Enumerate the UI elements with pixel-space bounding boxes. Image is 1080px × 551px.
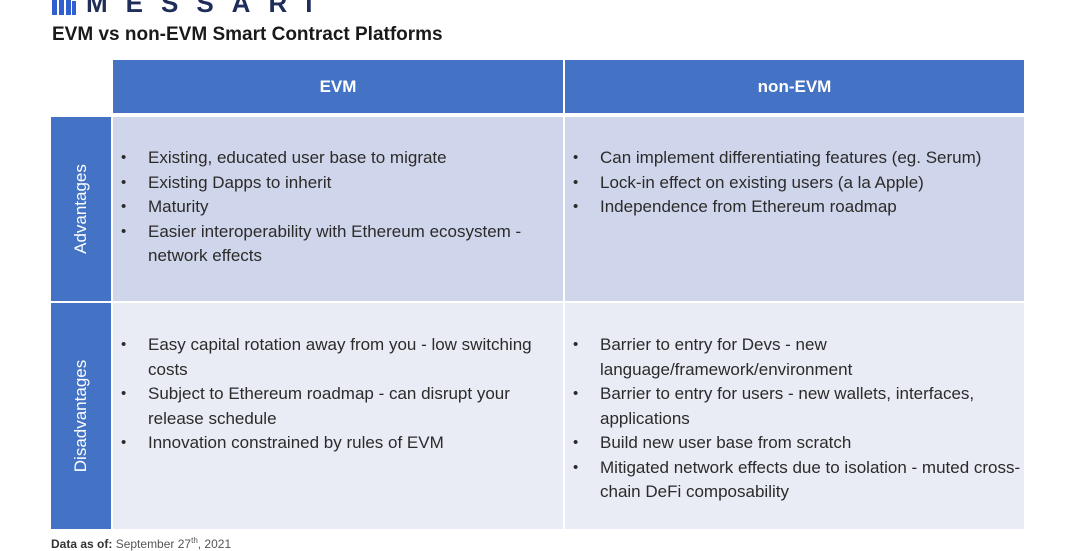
bullet-list: Can implement differentiating features (… — [573, 146, 1024, 220]
row-header-disadvantages: Disadvantages — [51, 303, 111, 529]
brand-logo: MESSARI — [52, 0, 331, 18]
bullet-list: Existing, educated user base to migrate … — [121, 146, 563, 269]
comparison-table: EVM non-EVM Advantages Disadvantages Exi… — [51, 60, 1024, 529]
row-label-disadvantages: Disadvantages — [71, 359, 90, 473]
row-label-advantages: Advantages — [71, 164, 91, 254]
column-header-non-evm: non-EVM — [565, 60, 1024, 113]
list-item: Independence from Ethereum roadmap — [573, 195, 1024, 220]
list-item: Mitigated network effects due to isolati… — [573, 456, 1024, 505]
cell-evm-disadvantages: Easy capital rotation away from you - lo… — [113, 303, 563, 529]
list-item: Easy capital rotation away from you - lo… — [121, 333, 563, 382]
list-item: Innovation constrained by rules of EVM — [121, 431, 563, 456]
list-item: Subject to Ethereum roadmap - can disrup… — [121, 382, 563, 431]
brand-name: MESSARI — [86, 0, 331, 18]
list-item: Can implement differentiating features (… — [573, 146, 1024, 171]
cell-non-evm-advantages: Can implement differentiating features (… — [565, 117, 1024, 301]
cell-evm-advantages: Existing, educated user base to migrate … — [113, 117, 563, 301]
messari-logo-icon — [52, 0, 76, 15]
footnote-year: , 2021 — [197, 537, 232, 551]
list-item: Build new user base from scratch — [573, 431, 1024, 456]
footnote-date: September 27 — [115, 537, 192, 551]
list-item: Easier interoperability with Ethereum ec… — [121, 220, 563, 269]
data-date-footnote: Data as of: September 27th, 2021 — [51, 536, 231, 551]
bullet-list: Easy capital rotation away from you - lo… — [121, 333, 563, 456]
list-item: Barrier to entry for users - new wallets… — [573, 382, 1024, 431]
bullet-list: Barrier to entry for Devs - new language… — [573, 333, 1024, 505]
list-item: Barrier to entry for Devs - new language… — [573, 333, 1024, 382]
list-item: Existing Dapps to inherit — [121, 171, 563, 196]
footnote-date-suffix: th — [191, 536, 198, 545]
row-header-advantages: Advantages — [51, 117, 111, 301]
cell-non-evm-disadvantages: Barrier to entry for Devs - new language… — [565, 303, 1024, 529]
list-item: Existing, educated user base to migrate — [121, 146, 563, 171]
column-header-evm: EVM — [113, 60, 563, 113]
list-item: Maturity — [121, 195, 563, 220]
page-title: EVM vs non-EVM Smart Contract Platforms — [52, 24, 443, 45]
footnote-label: Data as of: — [51, 537, 113, 551]
list-item: Lock-in effect on existing users (a la A… — [573, 171, 1024, 196]
